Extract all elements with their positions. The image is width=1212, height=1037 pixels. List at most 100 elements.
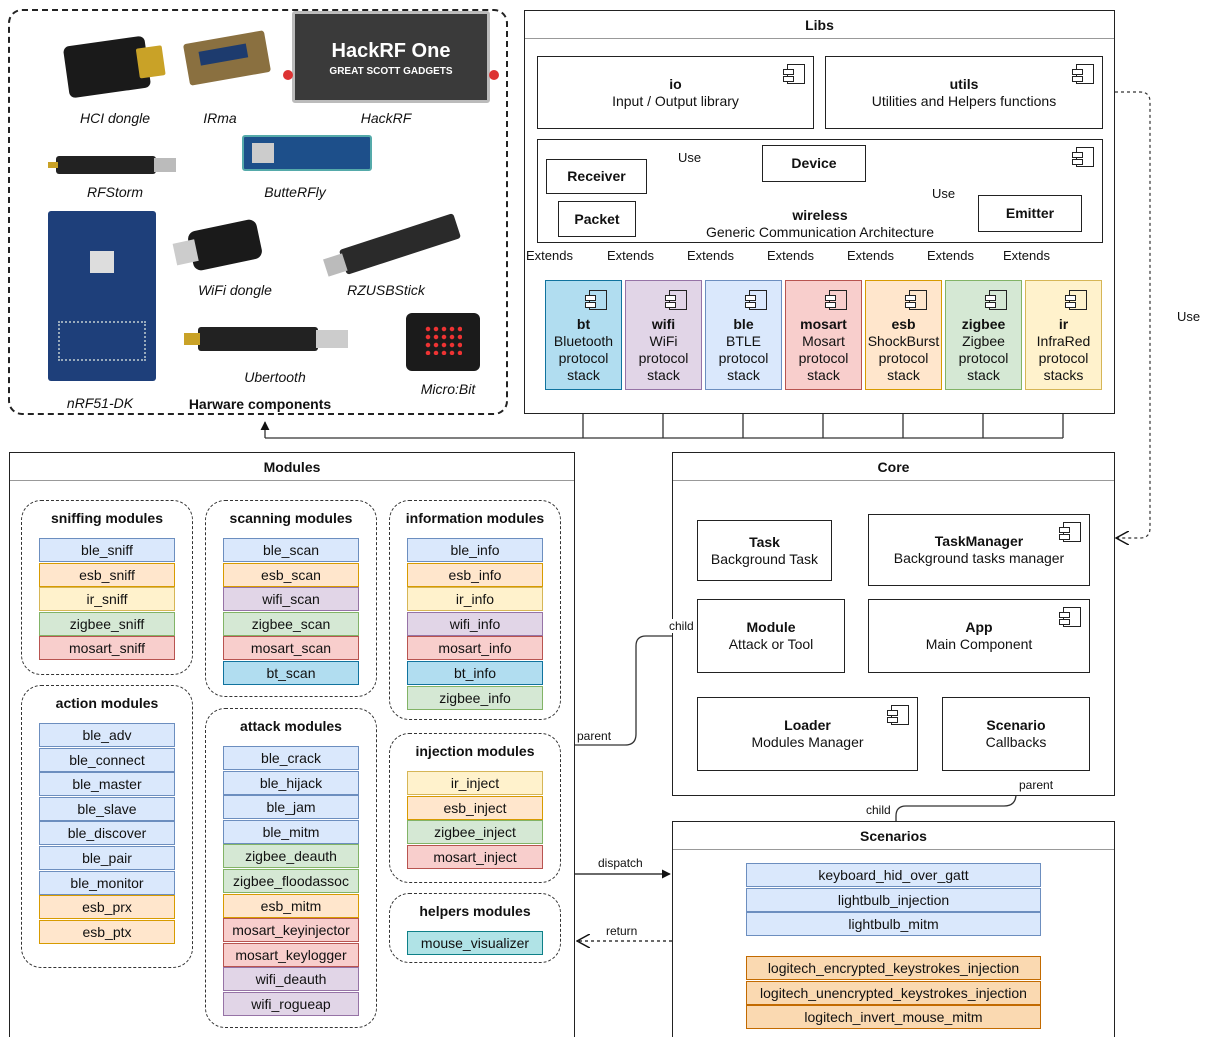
component-icon xyxy=(1072,64,1094,84)
group-title: action modules xyxy=(55,695,159,711)
hw-label-butterfly: ButteRFly xyxy=(264,184,326,200)
module-item-ble-discover: ble_discover xyxy=(39,821,175,846)
use-label-utils: Use xyxy=(1176,309,1202,324)
module-item-esb-scan: esb_scan xyxy=(223,562,359,587)
stack-ir: ir InfraRed protocol stacks xyxy=(1025,280,1102,390)
component-icon xyxy=(1059,522,1081,542)
module-item-mouse-visualizer: mouse_visualizer xyxy=(407,931,543,955)
hw-label-microbit: Micro:Bit xyxy=(420,381,476,397)
module-item-esb-sniff: esb_sniff xyxy=(39,562,175,587)
stack-line: stack xyxy=(807,367,840,383)
scenarios-title: Scenarios xyxy=(673,822,1114,850)
stack-line: protocol xyxy=(638,350,689,366)
wireless-name: wireless xyxy=(792,207,848,223)
scenario-logitech-item-2: logitech_invert_mouse_mitm xyxy=(746,1005,1041,1029)
scenario-item-1: lightbulb_injection xyxy=(746,887,1041,912)
module-item-zigbee-scan: zigbee_scan xyxy=(223,611,359,636)
use-label-emitter: Use xyxy=(931,186,957,201)
stack-line: BTLE xyxy=(725,333,761,349)
module-item-ble-master: ble_master xyxy=(39,772,175,797)
stack-line: Mosart xyxy=(802,333,845,349)
hardware-panel: HCI dongle IRma HackRF One GREAT SCOTT G… xyxy=(8,9,508,415)
stack-name: ir xyxy=(1058,316,1069,332)
rfstorm-image xyxy=(48,156,176,174)
app-component: App Main Component xyxy=(868,599,1090,673)
loader-name: Loader xyxy=(784,717,831,733)
component-icon xyxy=(585,290,607,310)
wifi-dongle-image xyxy=(172,218,264,272)
taskmanager-name: TaskManager xyxy=(934,533,1024,549)
group-title: injection modules xyxy=(415,743,535,759)
scenario-item-2: lightbulb_mitm xyxy=(746,912,1041,936)
module-item-mosart-sniff: mosart_sniff xyxy=(39,636,175,661)
stack-name: ble xyxy=(733,316,754,332)
group-title: information modules xyxy=(405,510,545,526)
component-icon xyxy=(887,705,909,725)
module-item-bt-info: bt_info xyxy=(407,661,543,685)
module-item-ble-sniff: ble_sniff xyxy=(39,538,175,562)
module-item-ble-mitm: ble_mitm xyxy=(223,819,359,844)
module-item-ir-inject: ir_inject xyxy=(407,771,543,795)
module-item-ir-sniff: ir_sniff xyxy=(39,587,175,612)
parent-label-scenario: parent xyxy=(1018,778,1055,792)
module-item-ble-info: ble_info xyxy=(407,538,543,562)
module-item-wifi-deauth: wifi_deauth xyxy=(223,967,359,992)
module-item-zigbee-inject: zigbee_inject xyxy=(407,820,543,845)
io-name: io xyxy=(669,75,682,92)
dispatch-label: dispatch xyxy=(597,856,644,870)
component-icon xyxy=(825,290,847,310)
hw-label-rzusb: RZUSBStick xyxy=(347,282,425,298)
module-item-ble-adv: ble_adv xyxy=(39,723,175,747)
stack-line: protocol xyxy=(718,350,769,366)
emitter-class: Emitter xyxy=(978,195,1082,232)
receiver-label: Receiver xyxy=(567,168,626,184)
task-desc: Background Task xyxy=(710,550,819,567)
module-item-mosart-inject: mosart_inject xyxy=(407,844,543,869)
stack-line: stack xyxy=(727,367,760,383)
module-item-ble-hijack: ble_hijack xyxy=(223,770,359,795)
hackrf-image: HackRF One GREAT SCOTT GADGETS xyxy=(283,11,499,103)
scenario-component: Scenario Callbacks xyxy=(942,697,1090,771)
scenario-logitech-item-0: logitech_encrypted_keystrokes_injection xyxy=(746,956,1041,980)
hw-label-irma: IRma xyxy=(203,110,237,126)
packet-label: Packet xyxy=(574,210,620,227)
component-icon xyxy=(1065,290,1087,310)
stack-line: stack xyxy=(967,367,1000,383)
module-item-wifi-rogueap: wifi_rogueap xyxy=(223,992,359,1016)
module-item-ble-monitor: ble_monitor xyxy=(39,870,175,895)
module-item-ble-pair: ble_pair xyxy=(39,846,175,870)
stack-line: InfraRed xyxy=(1036,333,1091,349)
utils-component: utils Utilities and Helpers functions xyxy=(825,56,1103,129)
packet-class: Packet xyxy=(558,201,636,237)
extends-label: Extends xyxy=(1003,248,1050,263)
component-icon xyxy=(905,290,927,310)
stack-line: protocol xyxy=(558,350,609,366)
io-component: io Input / Output library xyxy=(537,56,814,129)
stack-line: ShockBurst xyxy=(867,333,940,349)
stack-dependency-lines xyxy=(260,393,1068,439)
component-icon xyxy=(985,290,1007,310)
component-icon xyxy=(665,290,687,310)
scenario-item-0: keyboard_hid_over_gatt xyxy=(746,863,1041,887)
hw-label-hci: HCI dongle xyxy=(79,110,151,126)
stack-line: stacks xyxy=(1043,367,1084,383)
module-item-mosart-keylogger: mosart_keylogger xyxy=(223,942,359,967)
group-title: scanning modules xyxy=(229,510,353,526)
hackrf-brand: HackRF One xyxy=(331,40,451,62)
extends-label: Extends xyxy=(847,248,894,263)
component-icon xyxy=(783,64,805,84)
device-class: Device xyxy=(762,145,866,182)
scenario-logitech-item-1: logitech_unencrypted_keystrokes_injectio… xyxy=(746,980,1041,1005)
io-desc: Input / Output library xyxy=(612,92,739,109)
module-name: Module xyxy=(746,619,796,635)
group-title: sniffing modules xyxy=(51,510,163,526)
module-item-wifi-info: wifi_info xyxy=(407,611,543,636)
stack-name: esb xyxy=(891,316,916,332)
scenario-desc: Callbacks xyxy=(985,734,1047,750)
extends-label: Extends xyxy=(687,248,734,263)
scenario-name: Scenario xyxy=(986,717,1046,733)
stack-line: Bluetooth xyxy=(553,333,614,349)
stack-ble: ble BTLE protocol stack xyxy=(705,280,782,390)
microbit-image xyxy=(406,313,480,371)
group-title: helpers modules xyxy=(419,903,531,919)
